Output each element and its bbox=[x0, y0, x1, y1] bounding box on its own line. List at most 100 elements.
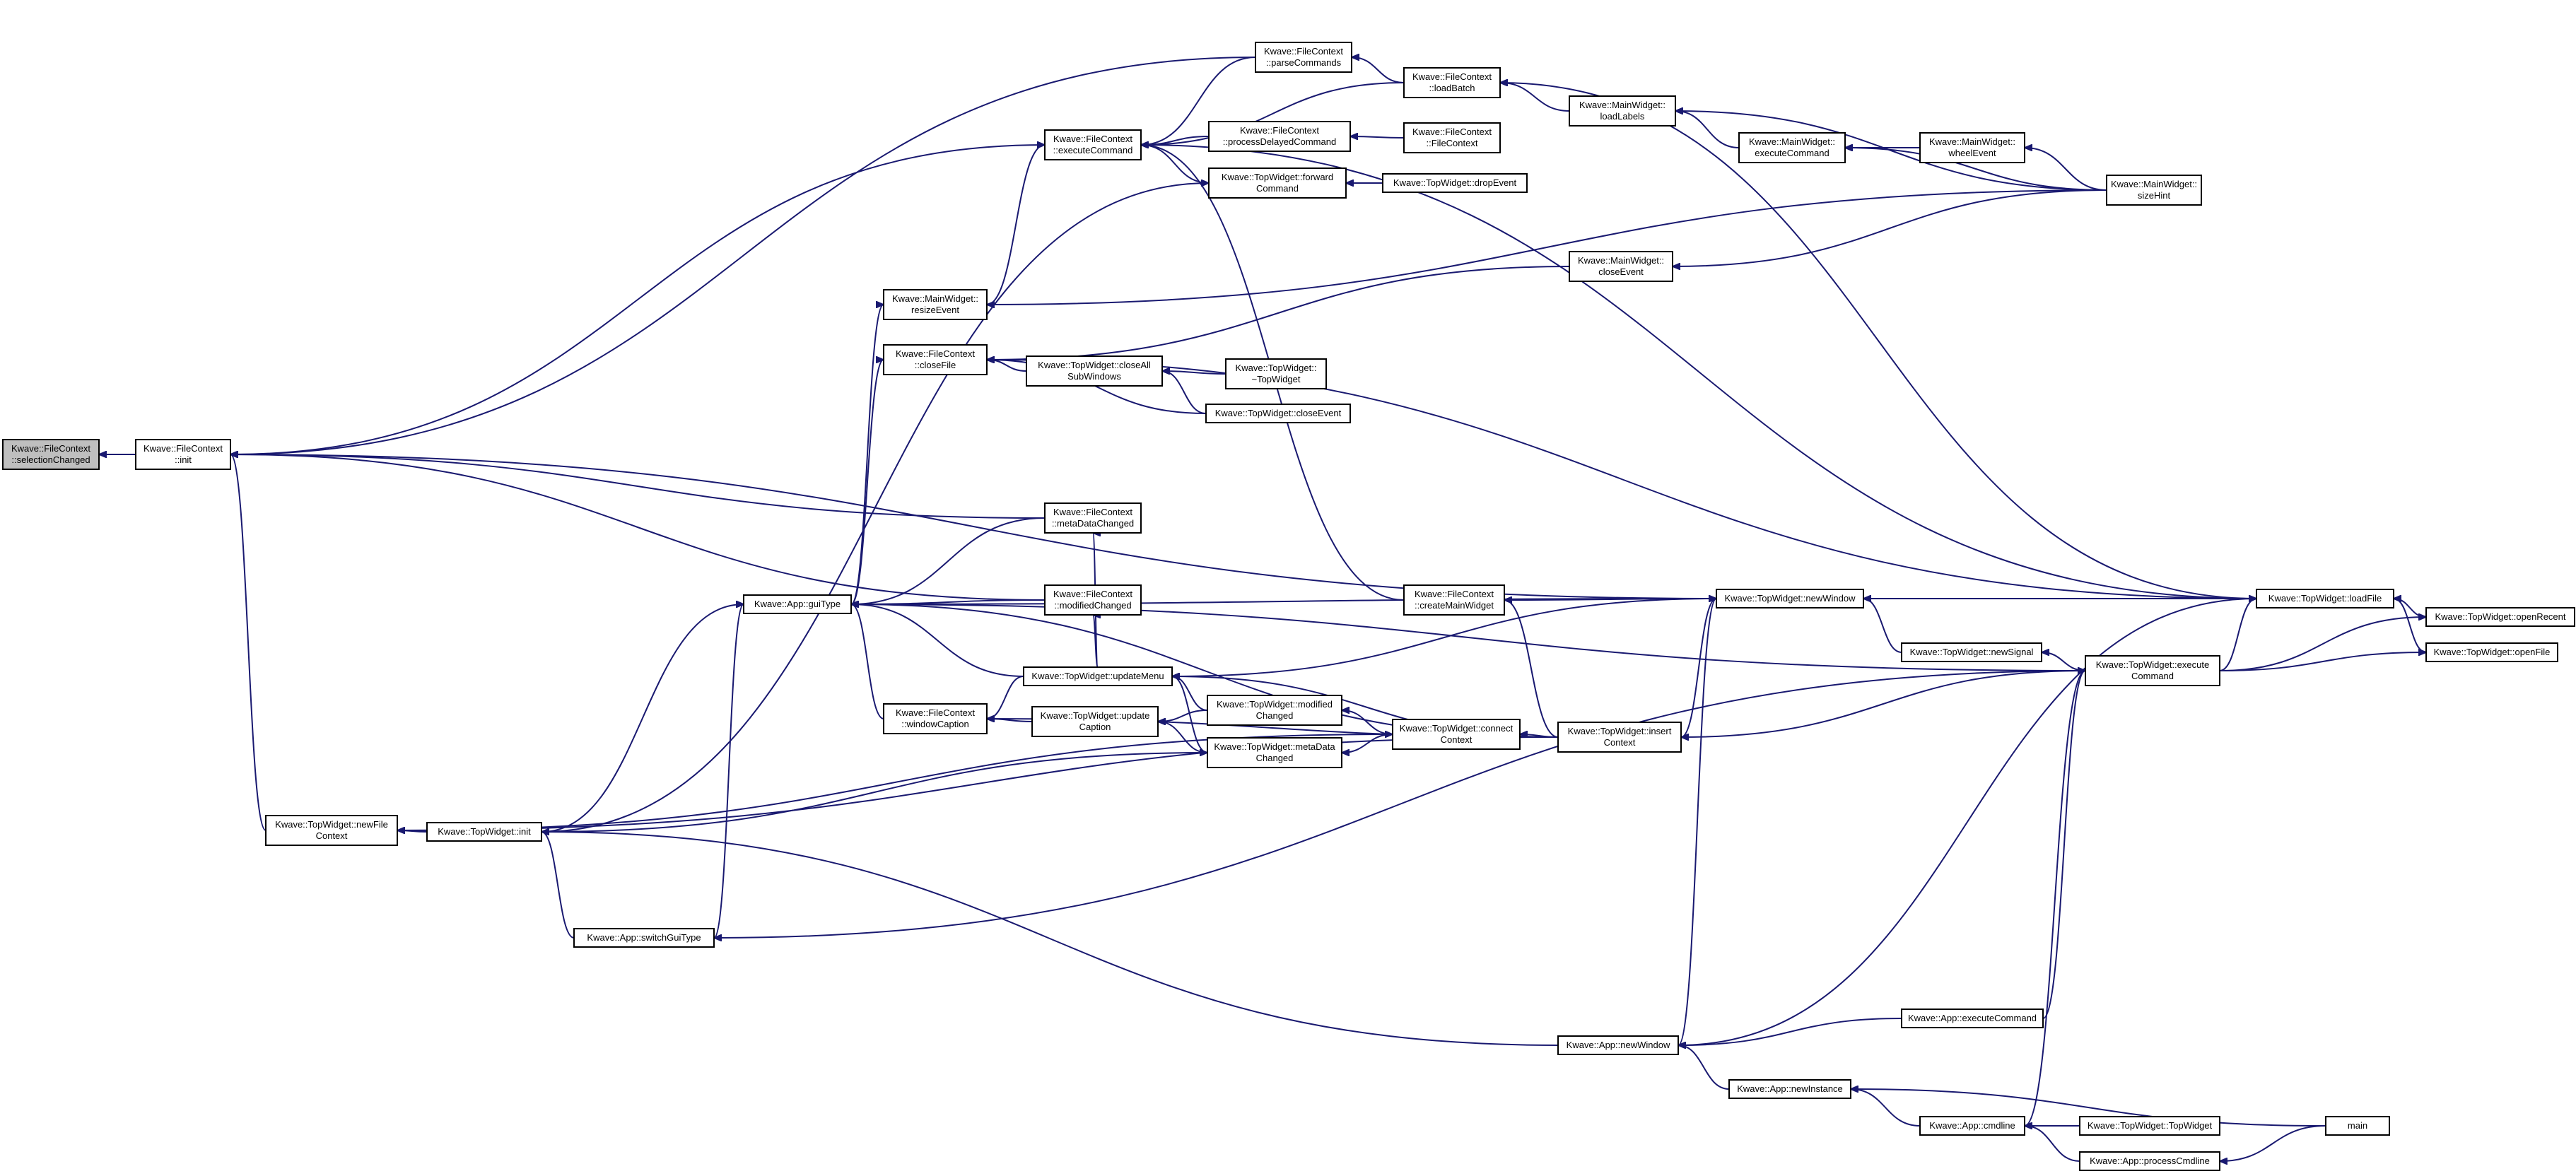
node-tw-metach[interactable]: Kwave::TopWidget::metaDataChanged bbox=[1207, 737, 1342, 768]
node-fc-delayed[interactable]: Kwave::FileContext::processDelayedComman… bbox=[1208, 121, 1351, 152]
node-tw-recent[interactable]: Kwave::TopWidget::openRecent bbox=[2425, 607, 2575, 627]
node-box bbox=[1023, 666, 1173, 686]
edge-app_exec-to-app_newwin bbox=[1678, 1018, 1902, 1045]
node-label: Kwave::FileContext bbox=[1053, 507, 1132, 517]
edge-app_newwin-to-tw_newwin bbox=[1678, 599, 1716, 1046]
node-tw-signal[interactable]: Kwave::TopWidget::newSignal bbox=[1901, 642, 2042, 662]
node-label: Caption bbox=[1079, 722, 1111, 732]
node-label: Kwave::MainWidget:: bbox=[1578, 255, 1664, 266]
edge-tw_insert-to-tw_newwin bbox=[1680, 599, 1716, 738]
edge-fc_meta-to-fc_init bbox=[230, 454, 1046, 519]
node-tw-load[interactable]: Kwave::TopWidget::loadFile bbox=[2256, 589, 2394, 608]
node-label: wheelEvent bbox=[1948, 148, 1996, 158]
node-label: executeCommand bbox=[1755, 148, 1829, 158]
node-tw-menu[interactable]: Kwave::TopWidget::updateMenu bbox=[1023, 666, 1173, 686]
node-label: Kwave::FileContext bbox=[1053, 134, 1132, 144]
node-mw-close[interactable]: Kwave::MainWidget::closeEvent bbox=[1569, 251, 1673, 282]
node-box bbox=[1901, 642, 2042, 662]
node-label: Changed bbox=[1256, 753, 1294, 763]
node-mw-wheel[interactable]: Kwave::MainWidget::wheelEvent bbox=[1919, 132, 2025, 163]
node-tw-open[interactable]: Kwave::TopWidget::openFile bbox=[2425, 642, 2558, 662]
node-fc-parse[interactable]: Kwave::FileContext::parseCommands bbox=[1255, 42, 1352, 73]
edge-mw_close-to-fc_close bbox=[987, 266, 1570, 360]
node-box bbox=[1557, 1035, 1679, 1055]
node-app-cmdline[interactable]: Kwave::App::cmdline bbox=[1919, 1116, 2025, 1136]
node-label: resizeEvent bbox=[911, 305, 959, 315]
node-mw-size[interactable]: Kwave::MainWidget::sizeHint bbox=[2106, 175, 2202, 206]
edge-tw_load-to-fc_batch bbox=[1500, 83, 2257, 599]
node-mw-labels[interactable]: Kwave::MainWidget::loadLabels bbox=[1569, 95, 1676, 127]
node-fc-meta[interactable]: Kwave::FileContext::metaDataChanged bbox=[1044, 502, 1142, 534]
edge-mw_size-to-mw_exec bbox=[1845, 148, 2107, 191]
node-label: Kwave::TopWidget::modified bbox=[1217, 699, 1333, 710]
node-main[interactable]: main bbox=[2325, 1116, 2390, 1136]
node-box bbox=[1208, 167, 1347, 199]
node-fc-caption[interactable]: Kwave::FileContext::windowCaption bbox=[883, 703, 988, 734]
node-tw-drop[interactable]: Kwave::TopWidget::dropEvent bbox=[1382, 173, 1528, 193]
node-fc-close[interactable]: Kwave::FileContext::closeFile bbox=[883, 344, 988, 375]
edge-tw_open-to-tw_load bbox=[2394, 599, 2427, 653]
edge-app_exec-to-tw_exec bbox=[2042, 671, 2085, 1019]
node-label: Kwave::MainWidget:: bbox=[892, 293, 978, 304]
edge-app_cmdline-to-tw_exec bbox=[2024, 671, 2085, 1127]
node-fc-exec[interactable]: Kwave::FileContext::executeCommand bbox=[1044, 129, 1142, 160]
node-app-exec[interactable]: Kwave::App::executeCommand bbox=[1901, 1009, 2044, 1028]
node-app-gui[interactable]: Kwave::App::guiType bbox=[743, 594, 852, 614]
edge-fc_batch-to-fc_parse bbox=[1352, 57, 1405, 83]
node-box bbox=[1569, 251, 1673, 282]
node-label: Kwave::TopWidget::init bbox=[438, 826, 531, 837]
edge-mw_size-to-mw_close bbox=[1673, 189, 2107, 266]
edge-tw_exec-to-tw_signal bbox=[2042, 652, 2086, 671]
node-box bbox=[1205, 404, 1351, 423]
node-box bbox=[1044, 129, 1142, 160]
node-sel[interactable]: Kwave::FileContext::selectionChanged bbox=[2, 439, 100, 470]
node-box bbox=[2106, 175, 2202, 206]
node-fc-init[interactable]: Kwave::FileContext::init bbox=[135, 439, 231, 470]
node-label: Kwave::FileContext bbox=[1264, 46, 1343, 57]
node-mw-exec[interactable]: Kwave::MainWidget::executeCommand bbox=[1738, 132, 1846, 163]
node-tw-newwin[interactable]: Kwave::TopWidget::newWindow bbox=[1716, 589, 1864, 608]
edge-app_gui-to-fc_close bbox=[850, 360, 884, 605]
node-fc-batch[interactable]: Kwave::FileContext::loadBatch bbox=[1403, 67, 1501, 98]
node-tw-ctor[interactable]: Kwave::TopWidget::TopWidget bbox=[2079, 1116, 2220, 1136]
edge-main-to-app_proc bbox=[2220, 1125, 2326, 1161]
node-box bbox=[883, 344, 988, 375]
node-mw-resize[interactable]: Kwave::MainWidget::resizeEvent bbox=[883, 289, 988, 320]
node-label: Kwave::TopWidget::update bbox=[1041, 710, 1150, 721]
node-app-switch[interactable]: Kwave::App::switchGuiType bbox=[573, 928, 715, 948]
edge-tw_insert-to-tw_newfc bbox=[397, 736, 1559, 830]
node-tw-init[interactable]: Kwave::TopWidget::init bbox=[426, 822, 542, 842]
edge-tw_init-to-app_gui bbox=[541, 604, 744, 833]
node-label: Kwave::TopWidget::TopWidget bbox=[2088, 1120, 2213, 1131]
node-fc-cmw[interactable]: Kwave::FileContext::createMainWidget bbox=[1403, 584, 1505, 616]
node-fc-ctor[interactable]: Kwave::FileContext::FileContext bbox=[1403, 122, 1501, 153]
edge-fc_parse-to-fc_exec bbox=[1141, 57, 1256, 145]
node-tw-dtor[interactable]: Kwave::TopWidget::~TopWidget bbox=[1225, 358, 1327, 389]
node-label: Kwave::TopWidget::openRecent bbox=[2435, 611, 2566, 622]
node-label: ::loadBatch bbox=[1429, 83, 1475, 93]
node-tw-exec[interactable]: Kwave::TopWidget::executeCommand bbox=[2085, 655, 2220, 686]
node-fc-mod[interactable]: Kwave::FileContext::modifiedChanged bbox=[1044, 584, 1142, 616]
node-tw-modch[interactable]: Kwave::TopWidget::modifiedChanged bbox=[1207, 695, 1342, 726]
node-app-newinst[interactable]: Kwave::App::newInstance bbox=[1728, 1079, 1851, 1099]
node-box bbox=[1919, 1116, 2025, 1136]
edge-tw_menu-to-app_gui bbox=[851, 604, 1024, 677]
node-label: Kwave::TopWidget::updateMenu bbox=[1031, 671, 1164, 681]
node-box bbox=[1026, 355, 1163, 387]
node-app-newwin[interactable]: Kwave::App::newWindow bbox=[1557, 1035, 1679, 1055]
node-box bbox=[1569, 95, 1676, 127]
node-label: Context bbox=[316, 830, 348, 841]
node-app-proc[interactable]: Kwave::App::processCmdline bbox=[2079, 1151, 2220, 1171]
node-label: ::windowCaption bbox=[901, 719, 968, 729]
edge-tw_exec-to-tw_load bbox=[2219, 599, 2256, 671]
node-box bbox=[426, 822, 542, 842]
node-tw-closeev[interactable]: Kwave::TopWidget::closeEvent bbox=[1205, 404, 1351, 423]
edge-app_cmdline-to-app_newinst bbox=[1851, 1089, 1921, 1127]
